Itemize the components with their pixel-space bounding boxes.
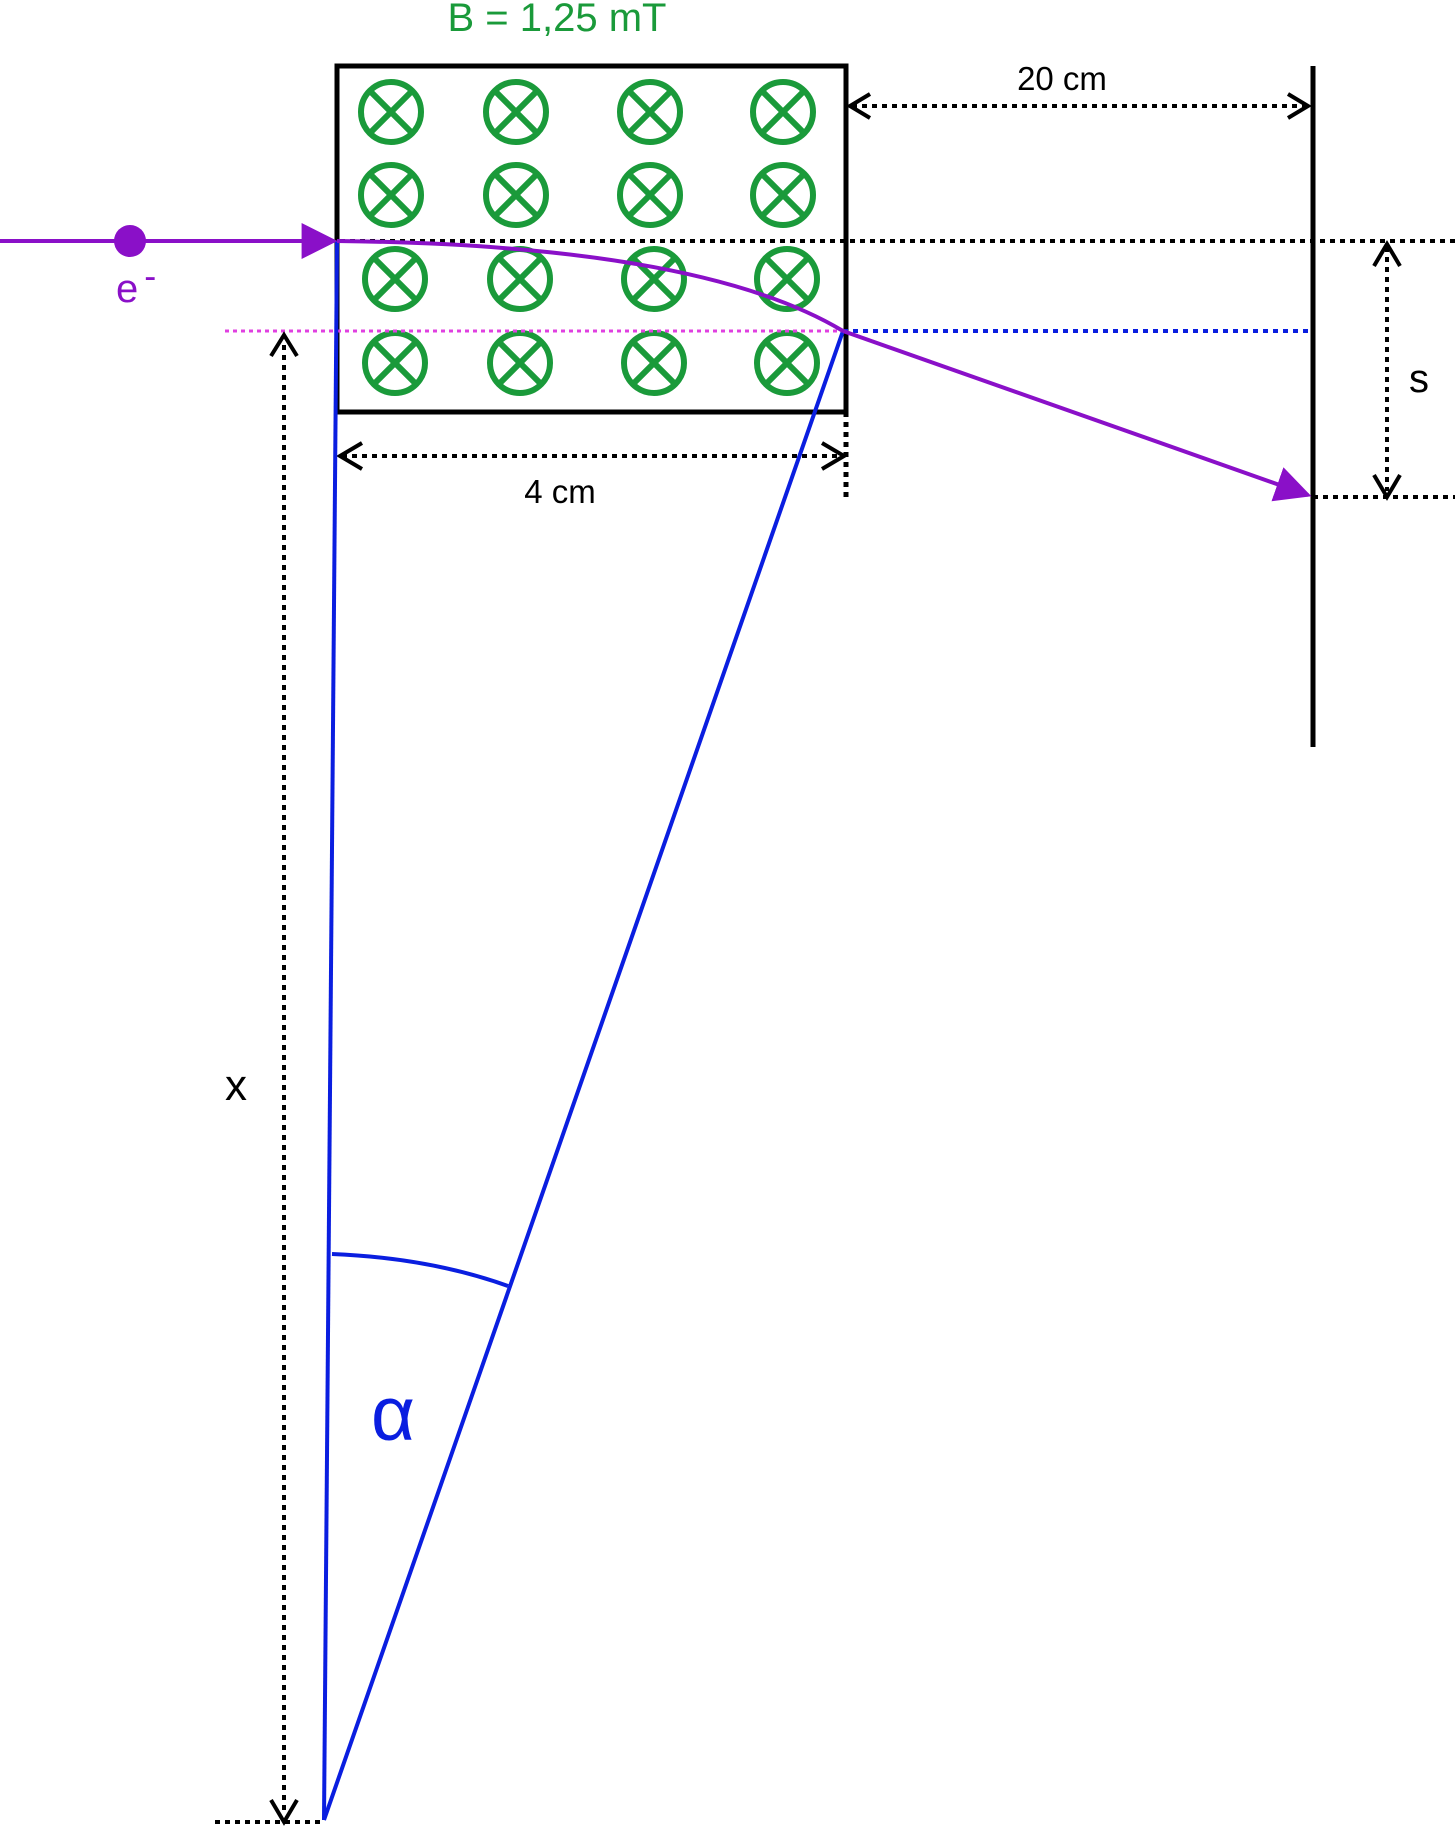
field-into-page-icon	[362, 246, 428, 312]
electron-symbol: e	[116, 267, 138, 311]
field-into-page-icon	[358, 79, 424, 145]
deflection-symbol: s	[1409, 357, 1429, 401]
field-into-page-icon	[483, 162, 549, 228]
field-width-label: 4 cm	[524, 473, 596, 510]
field-into-page-markers	[358, 79, 820, 396]
electron-charge: -	[144, 255, 156, 296]
field-into-page-icon	[621, 246, 687, 312]
radius-symbol: x	[225, 1061, 247, 1110]
angle-symbol: α	[371, 1372, 415, 1457]
field-into-page-icon	[750, 79, 816, 145]
radius-dimension	[215, 331, 325, 1826]
electron-trajectory	[0, 223, 1312, 502]
distance-to-screen-label: 20 cm	[1017, 60, 1107, 97]
field-into-page-icon	[487, 246, 553, 312]
electron-dot	[114, 225, 146, 257]
distance-to-screen-dimension	[846, 92, 1312, 120]
electron-label: e-	[116, 255, 156, 311]
field-into-page-icon	[754, 330, 820, 396]
field-into-page-icon	[754, 246, 820, 312]
field-width-dimension	[336, 412, 849, 500]
field-into-page-icon	[358, 162, 424, 228]
field-label: B = 1,25 mT	[448, 0, 667, 40]
field-into-page-icon	[621, 330, 687, 396]
field-into-page-icon	[483, 79, 549, 145]
field-into-page-icon	[487, 330, 553, 396]
deflection-dimension	[1313, 240, 1455, 501]
field-into-page-icon	[617, 162, 683, 228]
curvature-radii	[322, 240, 845, 1821]
field-into-page-icon	[617, 79, 683, 145]
field-into-page-icon	[750, 162, 816, 228]
field-into-page-icon	[362, 330, 428, 396]
